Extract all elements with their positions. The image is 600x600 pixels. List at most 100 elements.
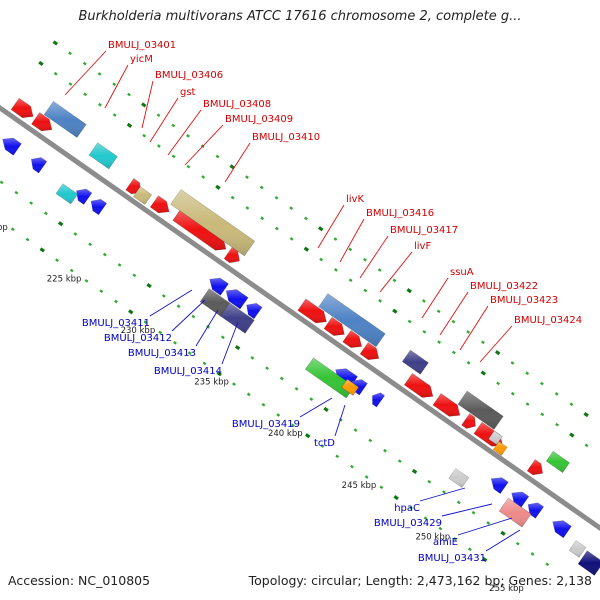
gene-leader-line [359,235,389,279]
ruler-dot [146,283,152,289]
gene-leader-line [104,64,129,109]
gene-label-bottom: BMULJ_03431 [418,553,486,564]
reverse-cds-arrow-shade [552,520,572,538]
ruler-dot [500,530,506,536]
gene-leader-line [441,503,493,517]
ruler-dot [276,413,281,417]
ruler-dot [201,175,206,179]
ruler-dot [245,206,250,210]
gene-leader-line [419,487,466,502]
feature-block-orange-rev-shade [341,379,359,396]
kbp-tick-label: 240 kbp [268,429,303,439]
gene-leader-line [141,80,154,129]
ruler-dot [304,216,308,221]
ruler-dot [309,397,314,401]
ruler-dot [265,366,269,371]
ruler-dot [55,258,59,263]
feature-block-grey-rev-shade [200,288,231,317]
reverse-cds-arrow-shade [76,189,92,205]
ruler-dot [569,432,575,438]
reverse-cds-arrow-shade [2,138,22,156]
feature-block-lightgrey-rev-shade [448,468,469,488]
ruler-dot [319,257,324,262]
ruler-dot [436,309,441,314]
ruler-dot [496,381,501,386]
ruler-dot [451,350,456,355]
ruler-dot [525,371,530,376]
ruler-dot [350,464,354,469]
ruler-dot [230,195,235,200]
gene-label-top: livK [346,194,364,205]
ruler-dot [73,232,78,236]
feature-block-green-shade [546,451,570,473]
gene-label-top: BMULJ_03423 [490,295,558,306]
ruler-dot [69,268,74,273]
gene-label-top: BMULJ_03424 [514,315,582,326]
kbp-tick-label: 230 kbp [121,326,156,336]
ruler-dot [232,382,236,386]
ruler-dot [0,180,4,185]
ruler-dot [471,510,476,515]
feature-block-khaki-long-shade [170,189,255,256]
ruler-dot [494,350,501,356]
ruler-dot [10,227,15,232]
ruler-dot [453,537,458,541]
ruler-dot [377,268,382,272]
ruler-dot [143,320,148,324]
forward-cds-arrow-shade [125,178,142,194]
gene-leader-line [167,109,202,156]
ruler-dot [406,288,412,294]
ruler-dot [112,113,117,117]
ruler-dot [540,381,544,386]
ruler-dot [569,402,574,407]
forward-cds-arrow-shade [461,413,476,429]
accession-text: Accession: NC_010805 [8,573,151,588]
feature-block-lightgrey-shade [488,430,503,445]
feature-block-cyan-rev-shade [56,183,78,204]
ruler-dot [156,113,161,118]
reverse-cds-arrow-shade [226,289,249,309]
ruler-dot [220,335,225,340]
feature-block-green-rev-shade [305,357,355,398]
ruler-dot [383,448,387,453]
ruler-dot [173,340,177,345]
gene-label-bottom: BMULJ_03413 [128,348,196,359]
forward-cds-arrow-shade [433,393,460,417]
ruler-dot [318,226,324,232]
ruler-dot [202,361,207,366]
forward-cds-arrow-shade [297,298,327,323]
ruler-dot [142,133,147,138]
gene-label-top: BMULJ_03410 [252,132,320,143]
backbone [0,104,600,532]
ruler-dot [112,82,117,87]
ruler-dot [411,468,418,474]
ruler-dot [171,154,176,159]
forward-cds-arrow-shade [31,112,52,131]
ruler-dot [215,184,221,190]
forward-cds-arrow-shade [360,342,379,360]
ruler-dot [274,226,279,231]
ruler-dots [0,40,589,567]
feature-block-pink-shade [499,498,532,528]
gene-label-bottom: amiE [433,537,458,548]
ruler-dot [392,278,397,283]
gene-label-top: ssuA [450,267,474,278]
reverse-cds-arrow-shade [31,157,47,173]
ruler-dot [584,443,589,448]
ruler-dot [259,185,264,190]
ruler-dot [176,304,181,309]
gene-label-top: BMULJ_03401 [108,40,176,51]
ruler-dot [52,40,59,46]
ruler-dot [323,406,329,413]
gene-leader-line [195,309,219,347]
ruler-dot [186,164,191,169]
kbp-tick-label: 220 kbp [0,223,8,233]
feature-block-steelblue-shade [44,101,87,138]
ruler-dot [291,423,295,428]
ruler-dot [132,273,137,278]
ruler-dot [525,402,530,406]
ruler-dot [141,102,147,108]
ruler-dot [215,154,220,159]
ruler-dot [158,330,163,335]
